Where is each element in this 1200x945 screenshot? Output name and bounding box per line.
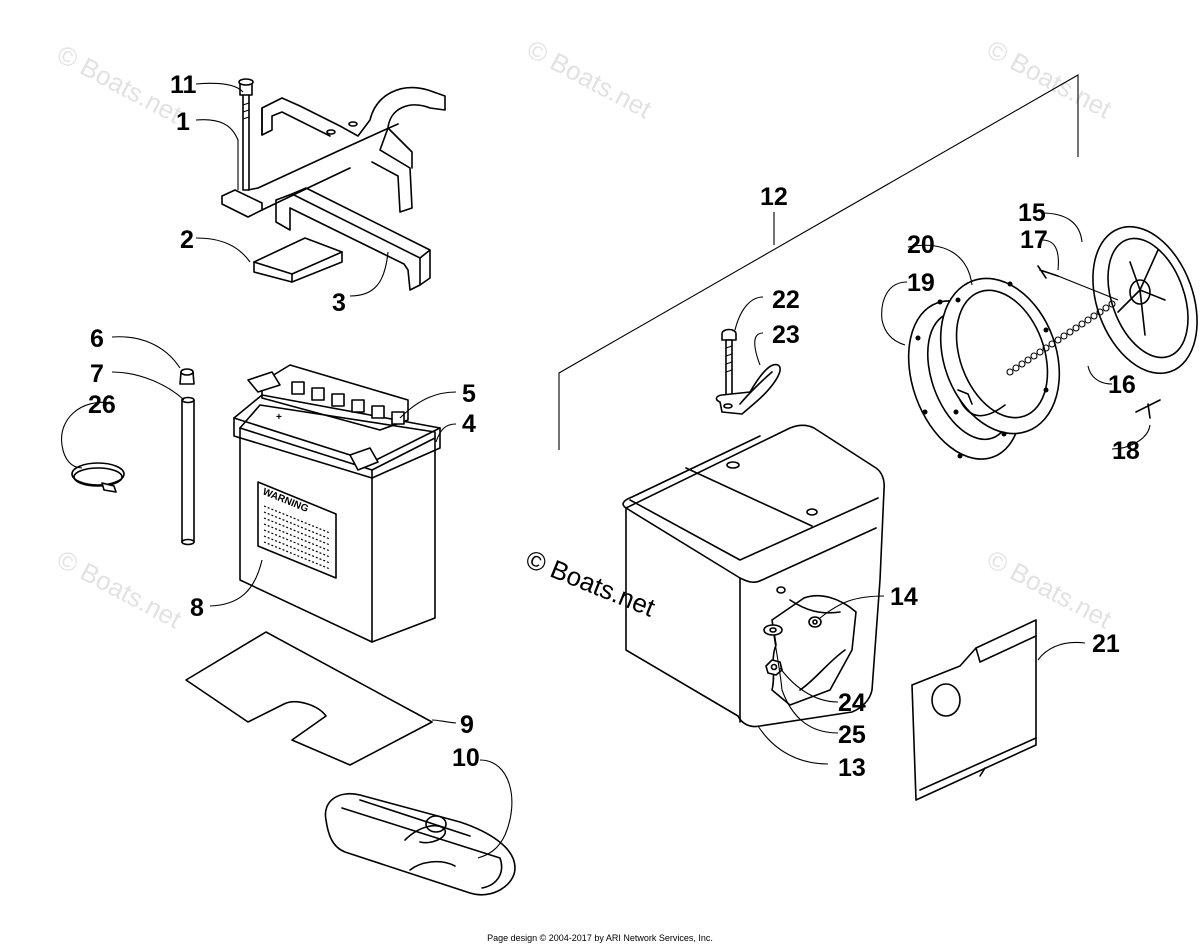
callout-10: 10: [452, 744, 480, 772]
callout-20: 20: [907, 231, 935, 259]
callout-11: 11: [170, 71, 197, 99]
battery: + WARNING: [233, 364, 441, 643]
chain-pin-bottom: [1135, 399, 1161, 419]
cover-plate: [911, 619, 1037, 801]
chain-pin-top: [1037, 265, 1119, 301]
callout-26: 26: [88, 391, 116, 419]
vent-tube: [181, 396, 195, 546]
callout-25: 25: [838, 721, 866, 749]
callout-6: 6: [90, 325, 104, 353]
vent-ring-frame: [939, 277, 1061, 437]
battery-plus-terminal: +: [276, 412, 282, 423]
callout-14: 14: [890, 583, 918, 611]
rubber-pad: [253, 237, 343, 283]
watermark-bottom-left: © Boats.net: [52, 544, 187, 635]
callout-12: 12: [760, 183, 788, 211]
battery-pad-sheet: [185, 631, 433, 766]
mounting-bolt: [238, 78, 254, 191]
callout-9: 9: [460, 711, 474, 739]
callout-18: 18: [1112, 437, 1140, 465]
callout-16: 16: [1108, 371, 1136, 399]
battery-hold-down-bracket: [221, 86, 446, 218]
vent-cap: [1092, 225, 1198, 375]
battery-strap: [275, 187, 431, 291]
callout-15: 15: [1018, 199, 1046, 227]
callout-21: 21: [1092, 630, 1120, 658]
callout-13: 13: [838, 754, 866, 782]
callout-5: 5: [462, 380, 476, 408]
leader-lines: [61, 82, 1151, 859]
battery-box: [622, 424, 885, 728]
page-footer: Page design © 2004-2017 by ARI Network S…: [487, 933, 713, 943]
vent-cap-chain: [1006, 300, 1116, 376]
washer: [763, 624, 783, 636]
callout-3: 3: [332, 289, 346, 317]
callout-2: 2: [180, 226, 194, 254]
callout-17: 17: [1020, 226, 1048, 254]
callout-22: 22: [772, 286, 800, 314]
watermark-top-left: © Boats.net: [52, 39, 187, 130]
watermark-bottom-right: © Boats.net: [982, 544, 1117, 635]
callout-8: 8: [190, 594, 204, 622]
watermark-top-center: © Boats.net: [522, 34, 657, 125]
watermark-top-right: © Boats.net: [982, 34, 1117, 125]
callout-7: 7: [90, 360, 104, 388]
callout-numbers: 11 1 2 3 6 7 26 5 4 8 9 10 12 22 23 15 1…: [88, 71, 1140, 782]
vent-tube-clamp: [179, 368, 195, 385]
cable-clip: [715, 363, 781, 415]
top-screw: [721, 328, 737, 401]
box-screw: [808, 616, 822, 628]
assembly-bracket-line: [558, 74, 1079, 450]
callout-19: 19: [907, 269, 935, 297]
callout-1: 1: [176, 108, 190, 136]
callout-4: 4: [462, 410, 476, 438]
battery-cover-bag: [324, 793, 516, 896]
callout-24: 24: [838, 689, 866, 717]
cable-tie: [71, 462, 125, 493]
callout-23: 23: [772, 321, 800, 349]
